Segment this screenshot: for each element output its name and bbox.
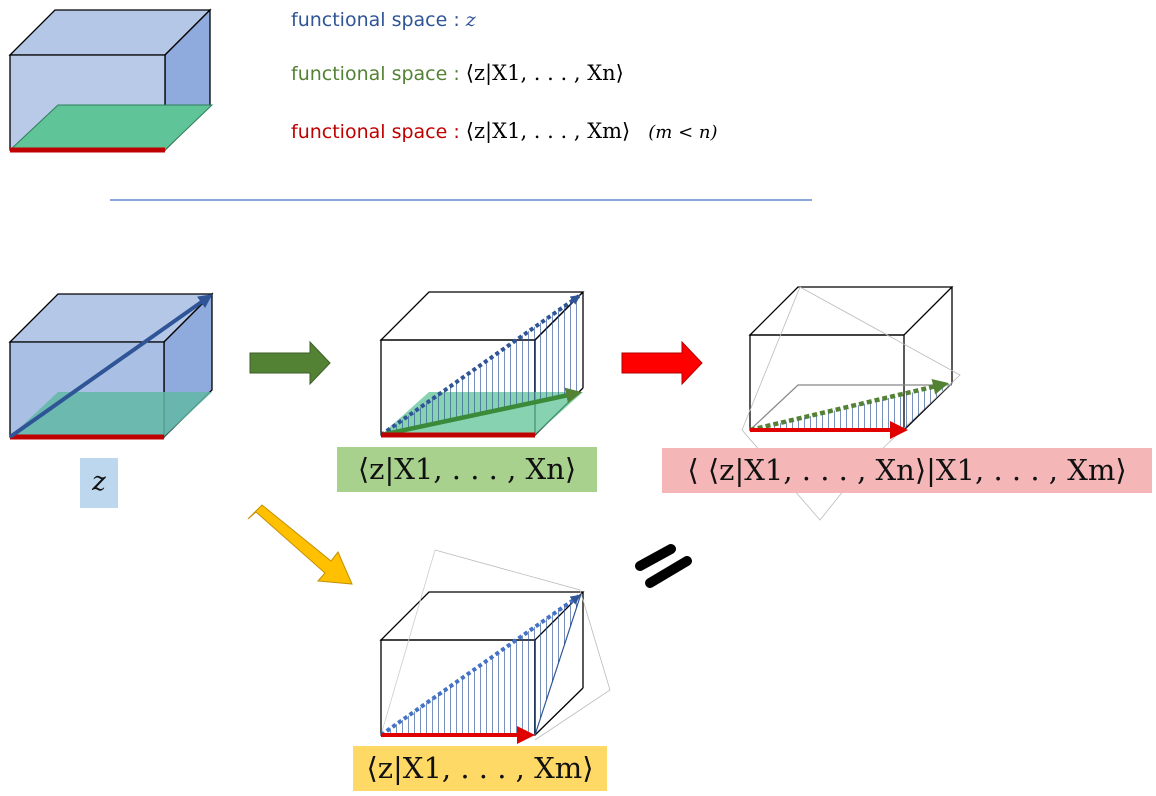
cube-double-projection [741,286,961,521]
label-red-bg [662,448,1152,493]
arrow-right-icon [249,340,331,386]
legend-math: z [465,9,476,31]
label-yellow-bg [353,746,607,791]
legend-item-m: functional space : ⟨z|X1, . . . , Xm⟩ (m … [291,119,717,145]
legend-math: ⟨z|X1, . . . , Xn⟩ [465,61,624,85]
legend-item-n: functional space : ⟨z|X1, . . . , Xn⟩ [291,61,624,86]
legend-prefix: functional space : [291,121,466,143]
legend-prefix: functional space : [291,9,466,31]
arrow-down-right-icon [247,504,353,585]
label-yellow: ⟨z|X1, . . . , Xm⟩ [366,751,594,785]
cube-projection-n [379,291,585,438]
equals-symbol [635,544,692,588]
label-green: ⟨z|X1, . . . , Xn⟩ [357,452,577,486]
label-z-bg [80,458,118,508]
cube-z [8,292,214,440]
cube-projection-m [379,549,611,744]
label-red: ⟨ ⟨z|X1, . . . , Xn⟩|X1, . . . , Xm⟩ [687,453,1127,487]
legend-cube [8,8,214,153]
legend-condition: (m < n) [648,122,718,143]
arrow-right-icon [621,340,703,386]
legend-item-z: functional space : z [291,8,476,32]
legend-math: ⟨z|X1, . . . , Xm⟩ [465,119,631,143]
label-z: z [92,467,106,497]
legend-prefix: functional space : [291,63,466,85]
label-green-bg [337,447,597,492]
